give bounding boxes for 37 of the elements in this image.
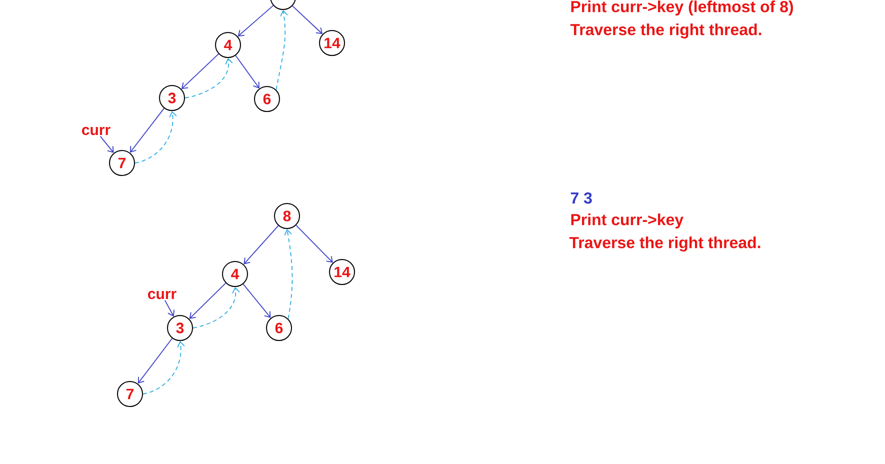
tree-node: 4 xyxy=(222,261,248,287)
child-arrow xyxy=(244,225,279,264)
child-arrow xyxy=(238,5,274,36)
note-text: Traverse the right thread. xyxy=(569,236,760,252)
thread-arrow xyxy=(276,10,288,90)
tree-node: 7 xyxy=(117,381,143,407)
pointer-label: curr xyxy=(148,290,176,300)
child-arrow xyxy=(292,5,323,34)
tree-node: 6 xyxy=(254,86,280,112)
child-arrow xyxy=(138,338,173,384)
child-arrow xyxy=(242,284,271,318)
thread-arrow xyxy=(134,111,177,164)
child-arrow xyxy=(181,53,220,90)
note-text: 7 3 xyxy=(570,192,592,204)
tree-node: 6 xyxy=(266,315,292,341)
note-text: Print curr->key (leftmost of 8) xyxy=(571,0,793,16)
child-arrow xyxy=(235,55,260,88)
tree-node: 3 xyxy=(159,85,185,111)
tree-node xyxy=(270,0,296,10)
tree-node: 8 xyxy=(274,203,300,229)
tree-node: 14 xyxy=(319,30,345,56)
pointer-label: curr xyxy=(82,126,110,136)
tree-node: 4 xyxy=(215,32,241,58)
tree-node: 14 xyxy=(329,259,355,285)
thread-arrow xyxy=(184,58,233,98)
thread-arrow xyxy=(284,229,293,320)
thread-arrow xyxy=(192,287,240,328)
note-text: Traverse the right thread. xyxy=(570,24,762,38)
tree-node: 7 xyxy=(109,150,135,176)
child-arrow xyxy=(189,282,226,319)
pointer-arrow xyxy=(100,136,114,153)
child-arrow xyxy=(130,108,165,153)
child-arrow xyxy=(296,224,333,263)
tree-node: 3 xyxy=(167,315,193,341)
thread-arrow xyxy=(142,341,185,394)
pointer-arrow xyxy=(164,300,175,317)
note-text: Print curr->key xyxy=(571,214,684,228)
